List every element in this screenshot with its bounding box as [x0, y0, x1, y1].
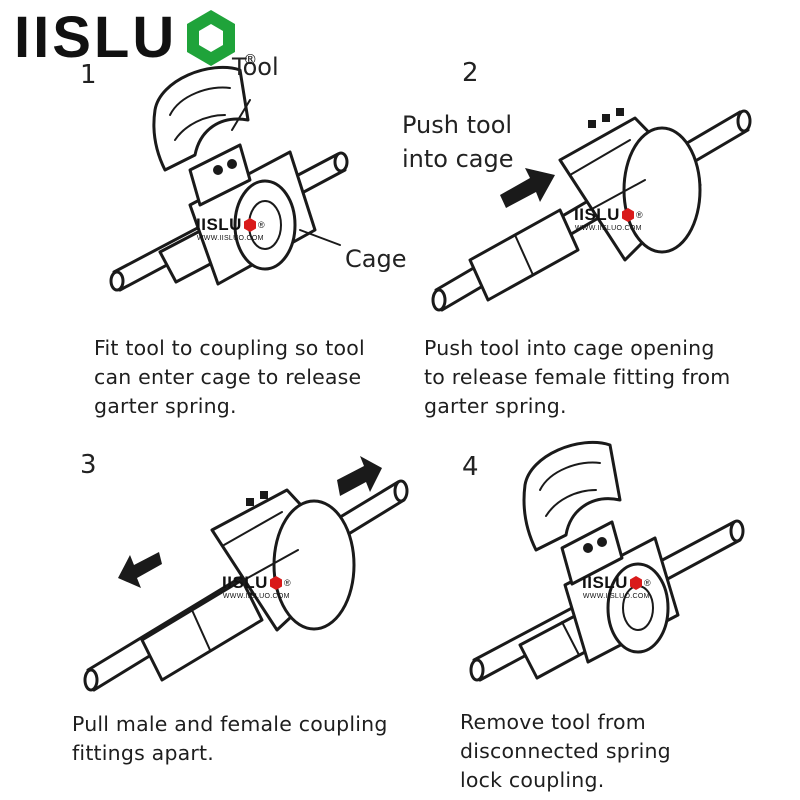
watermark-text: IISLU — [582, 573, 628, 592]
push-label: Push tool into cage — [402, 111, 514, 173]
step-2-caption: Push tool into cage opening to release f… — [424, 336, 731, 418]
watermark-hexagon-icon — [269, 576, 282, 590]
watermark-url: WWW.IISLUO.COM — [196, 235, 264, 242]
watermark-hexagon-icon — [243, 218, 256, 232]
step-2-illustration — [431, 108, 752, 312]
registered-mark: ® — [243, 52, 258, 68]
watermark-url: WWW.IISLUO.COM — [574, 225, 642, 232]
brand-logo: IISLU ® — [14, 5, 258, 70]
watermark-mark: ® — [257, 220, 265, 230]
step-4-number: 4 — [462, 452, 479, 482]
step-3-illustration — [83, 456, 409, 692]
watermark-mark: ® — [283, 578, 291, 588]
step-2-number: 2 — [462, 58, 479, 88]
step-4-illustration — [469, 440, 745, 682]
tool-label: Tool — [232, 53, 279, 81]
brand-name: IISLU — [14, 5, 178, 70]
watermark-step-2: IISLU ® WWW.IISLUO.COM — [574, 206, 643, 233]
watermark-mark: ® — [643, 578, 651, 588]
step-1-caption: Fit tool to coupling so tool can enter c… — [94, 336, 365, 418]
watermark-text: IISLU — [222, 573, 268, 592]
step-1-illustration — [109, 65, 349, 292]
step-3-number: 3 — [80, 450, 97, 480]
watermark-step-4: IISLU ® WWW.IISLUO.COM — [582, 574, 651, 601]
brand-hexagon-icon — [187, 10, 236, 66]
step-4-caption: Remove tool from disconnected spring loc… — [460, 710, 671, 792]
watermark-step-1: IISLU ® WWW.IISLUO.COM — [196, 216, 265, 243]
watermark-mark: ® — [635, 210, 643, 220]
watermark-text: IISLU — [196, 215, 242, 234]
step-3-caption: Pull male and female coupling fittings a… — [72, 712, 388, 765]
watermark-url: WWW.IISLUO.COM — [582, 593, 650, 600]
watermark-url: WWW.IISLUO.COM — [222, 593, 290, 600]
watermark-text: IISLU — [574, 205, 620, 224]
watermark-hexagon-icon — [621, 208, 634, 222]
step-1-number: 1 — [80, 60, 97, 90]
watermark-hexagon-icon — [629, 576, 642, 590]
watermark-step-3: IISLU ® WWW.IISLUO.COM — [222, 574, 291, 601]
cage-label: Cage — [345, 245, 407, 273]
